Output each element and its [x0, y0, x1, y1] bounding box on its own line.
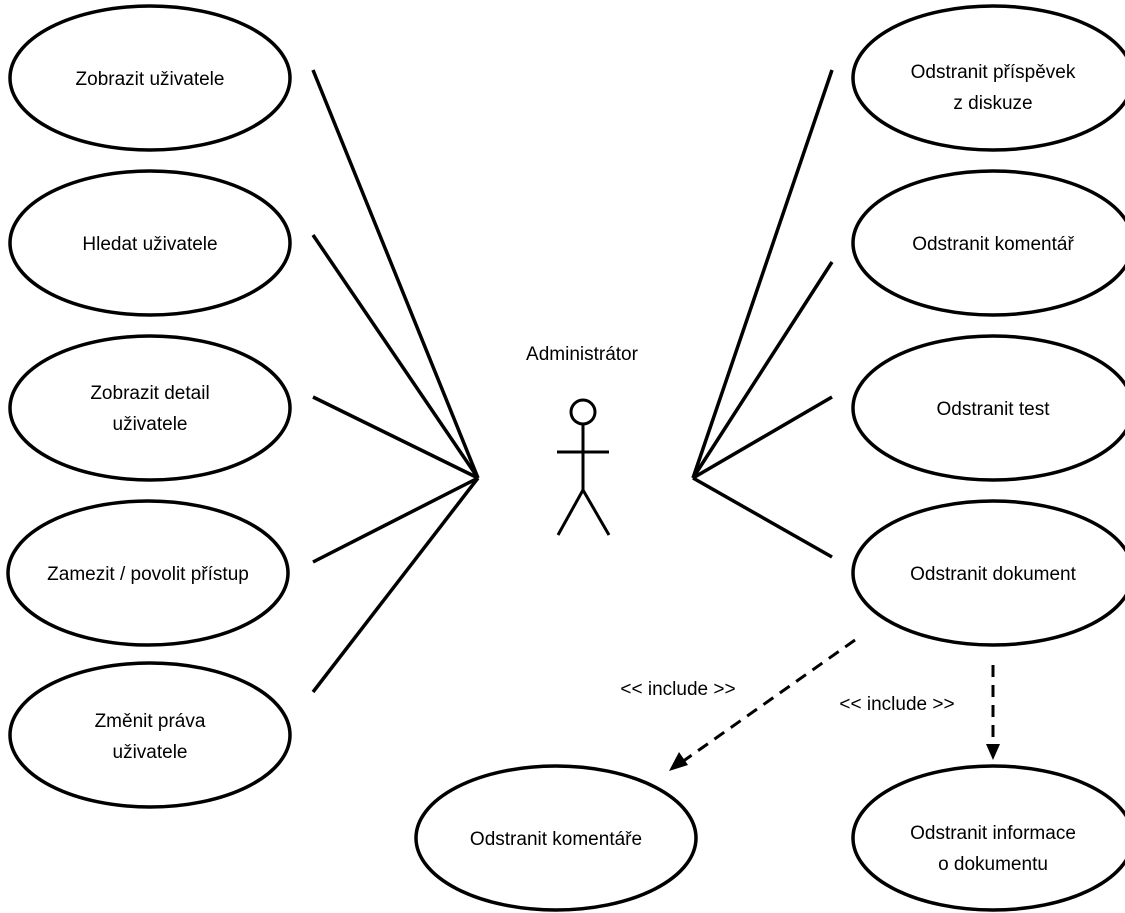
use-case-label: Zobrazit uživatele: [76, 69, 225, 90]
arrowhead-informace: [986, 744, 1000, 760]
assoc-odstranit-dokument: [692, 476, 833, 559]
use-case-label: Odstranit komentáře: [470, 829, 642, 850]
use-case-label: Odstranit dokument: [910, 564, 1077, 585]
assoc-odstranit-test: [692, 395, 833, 480]
assoc-hledat-uzivatele: [311, 234, 480, 479]
actor-right-leg: [581, 489, 611, 536]
use-case-label: Zamezit / povolit přístup: [47, 564, 249, 585]
associations-right: [691, 69, 834, 559]
use-case-odstranit-test[interactable]: Odstranit test: [851, 334, 1125, 482]
use-case-label-line1: Zobrazit detail: [90, 383, 209, 404]
use-case-odstranit-komentar[interactable]: Odstranit komentář: [851, 169, 1125, 317]
use-case-label-line2: uživatele: [113, 742, 188, 763]
assoc-odstranit-prispevek: [691, 69, 834, 479]
include-arrow-komentare: [681, 638, 856, 764]
assoc-zobrazit-uzivatele: [311, 69, 480, 479]
assoc-zobrazit-detail: [312, 395, 479, 480]
use-case-odstranit-dokument[interactable]: Odstranit dokument: [851, 499, 1125, 647]
use-case-label: Odstranit test: [937, 399, 1051, 420]
actor-administrator: Administrátor: [526, 344, 639, 536]
assoc-odstranit-komentar: [691, 261, 834, 479]
use-case-odstranit-komentare[interactable]: Odstranit komentáře: [414, 764, 698, 912]
use-case-label-line1: Odstranit informace: [910, 823, 1076, 844]
use-case-zmenit-prava[interactable]: Změnit práva uživatele: [8, 661, 292, 809]
use-case-zobrazit-uzivatele[interactable]: Zobrazit uživatele: [8, 4, 292, 152]
assoc-zmenit-prava: [311, 476, 480, 694]
actor-left-leg: [556, 489, 585, 536]
use-case-zobrazit-detail[interactable]: Zobrazit detail uživatele: [8, 334, 292, 482]
use-case-label-line2: uživatele: [113, 414, 188, 435]
assoc-zamezit-pristup: [312, 476, 479, 564]
use-case-label-line1: Odstranit příspěvek: [911, 62, 1076, 83]
use-case-label-line1: Změnit práva: [95, 711, 206, 732]
use-case-hledat-uzivatele[interactable]: Hledat uživatele: [8, 169, 292, 317]
include-label-1: << include >>: [620, 679, 735, 700]
use-case-label-line2: o dokumentu: [938, 854, 1048, 875]
actor-label: Administrátor: [526, 344, 639, 365]
use-case-odstranit-informace[interactable]: Odstranit informace o dokumentu: [851, 764, 1125, 912]
use-case-zamezit-pristup[interactable]: Zamezit / povolit přístup: [6, 499, 290, 647]
use-case-label: Odstranit komentář: [912, 234, 1074, 255]
include-label-2: << include >>: [839, 694, 954, 715]
use-case-label: Hledat uživatele: [82, 234, 217, 255]
use-case-label-line2: z diskuze: [953, 93, 1032, 114]
actor-head: [569, 398, 597, 426]
arrowhead-komentare: [669, 752, 688, 771]
include-dependencies: << include >> << include >>: [620, 638, 1000, 771]
use-case-odstranit-prispevek[interactable]: Odstranit příspěvek z diskuze: [851, 4, 1125, 152]
associations-left: [311, 69, 480, 694]
